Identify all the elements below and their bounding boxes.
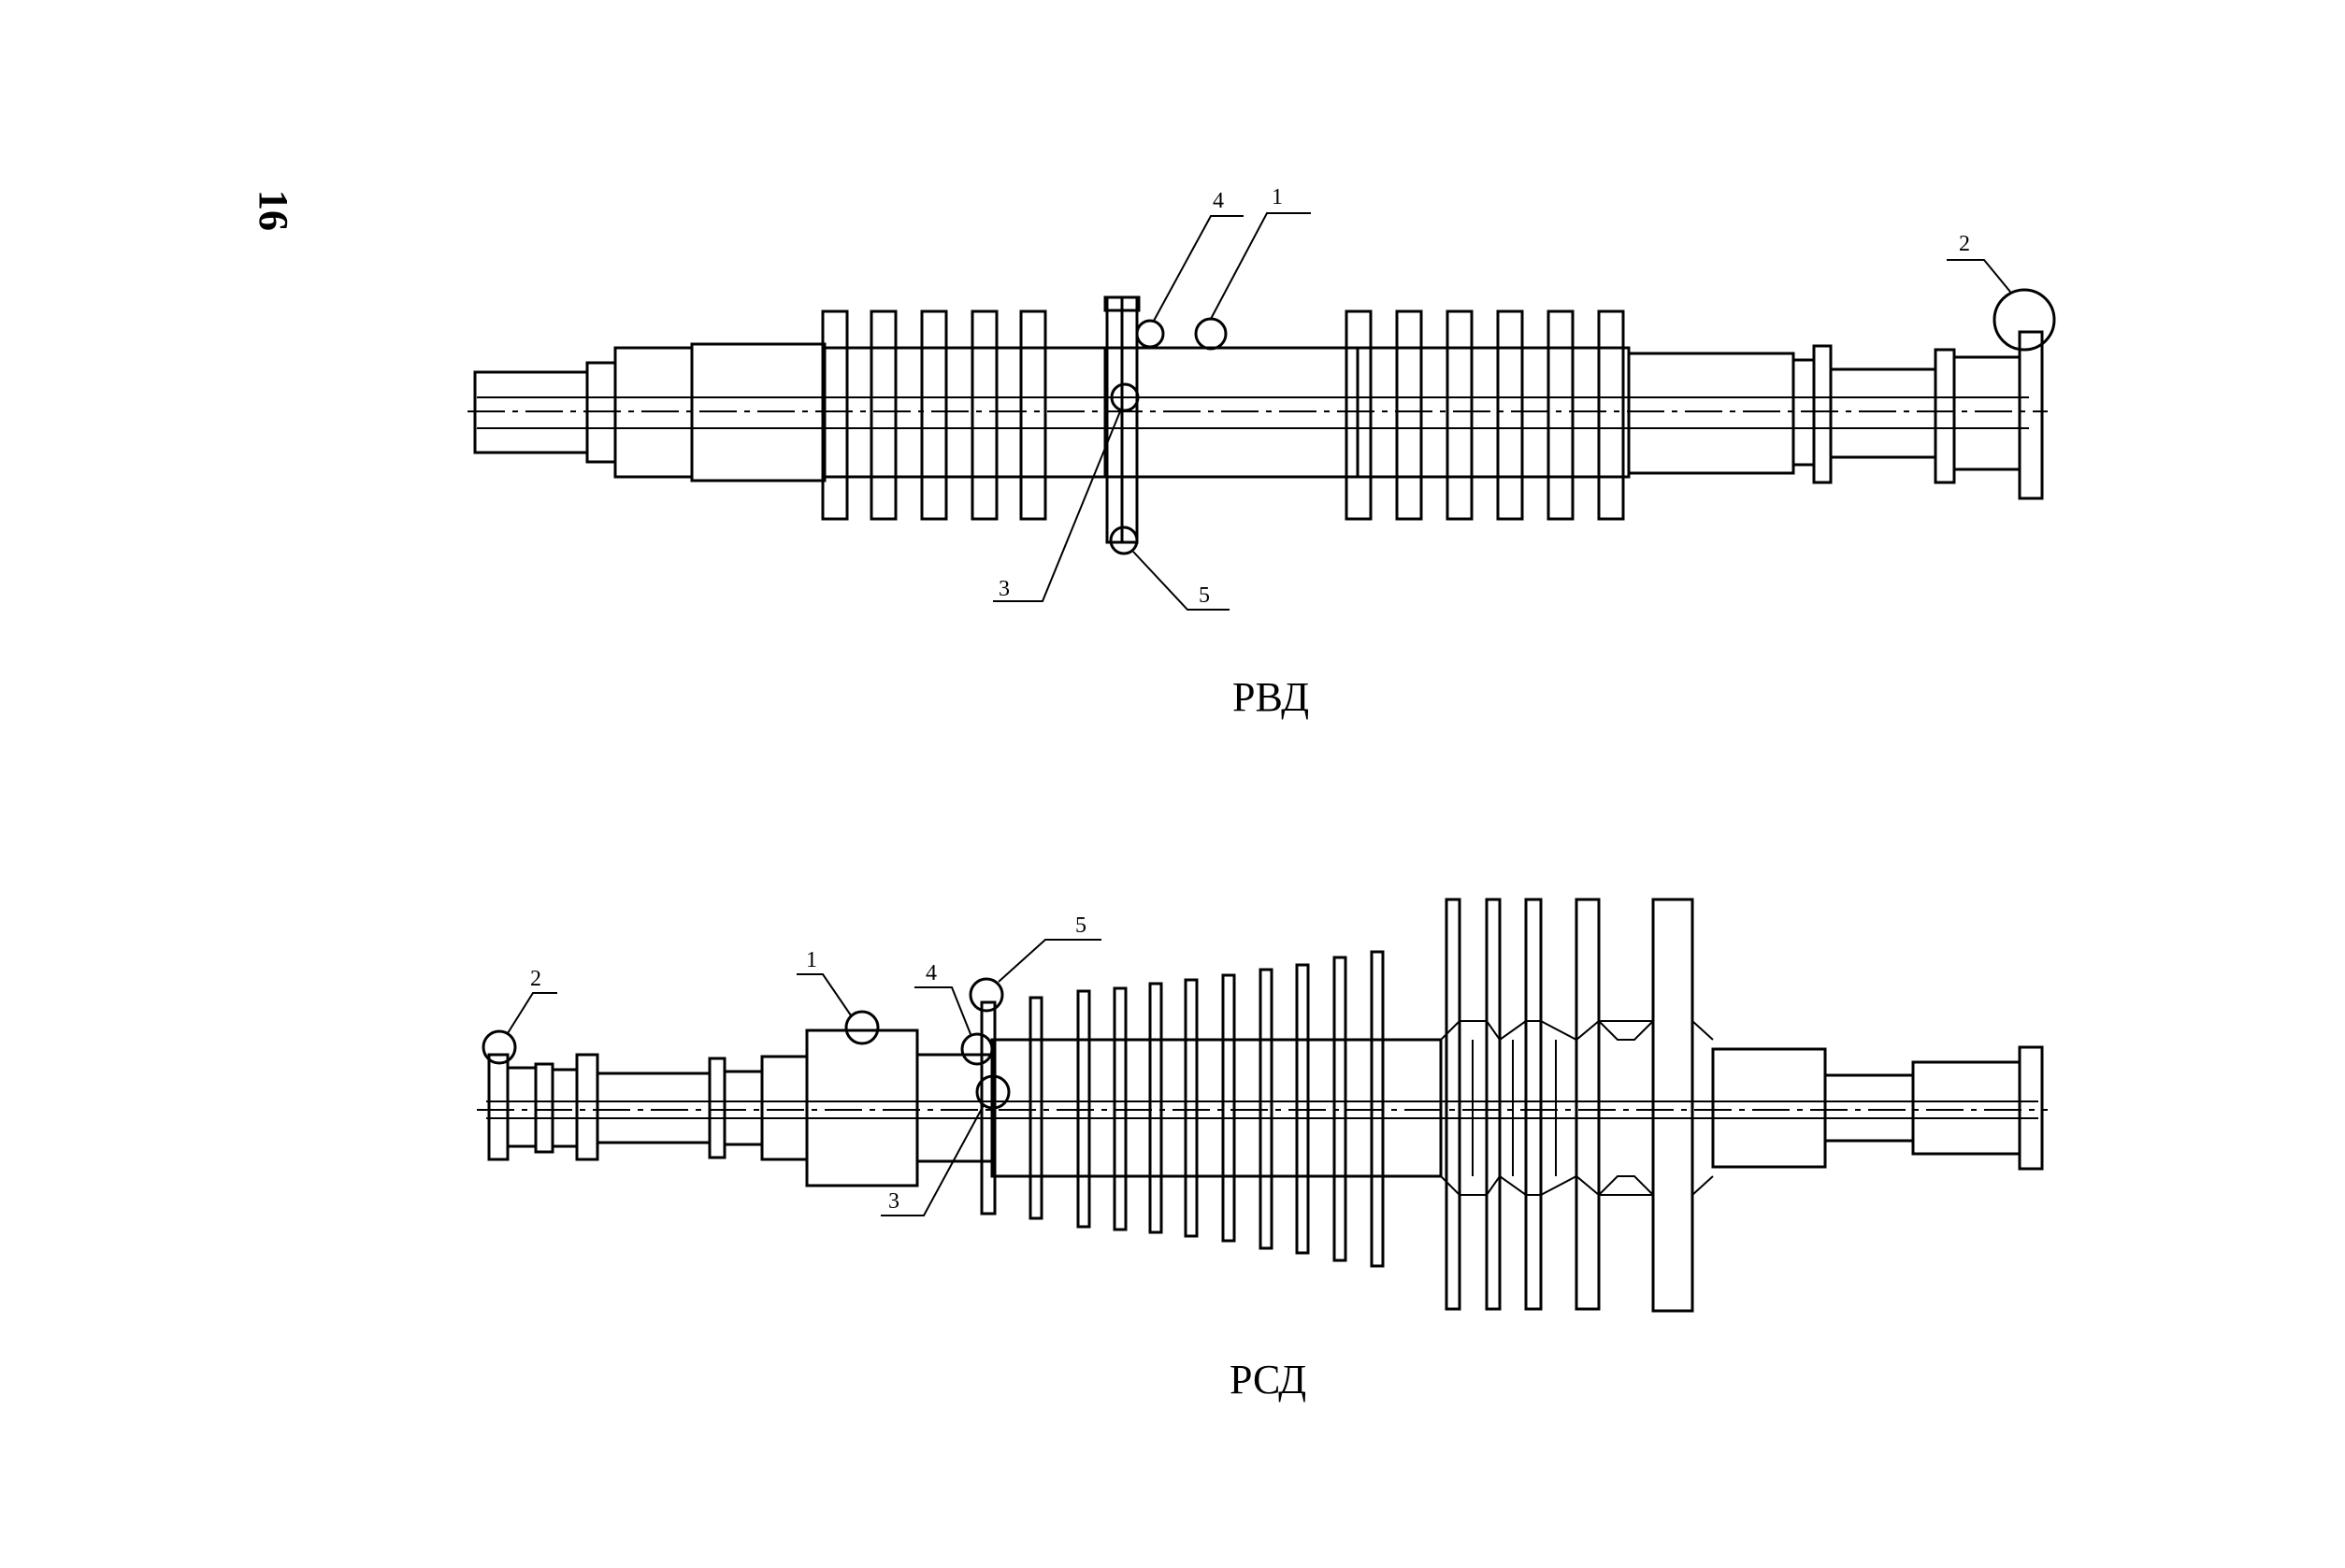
ip-disc xyxy=(1076,989,1091,1229)
hp-center-disc-rim xyxy=(1103,295,1141,312)
ip-leader-2 xyxy=(507,992,557,1034)
hp-callout-2: 2 xyxy=(1959,232,1970,256)
hp-disc xyxy=(1496,309,1524,521)
ip-shaft-journal xyxy=(596,1072,712,1144)
hp-rotor-caption: РВД xyxy=(1232,674,1310,720)
ip-large-disc xyxy=(1445,898,1461,1311)
ip-zone-circle-5 xyxy=(969,977,1004,1013)
hp-leader-3 xyxy=(993,410,1121,602)
ip-callout-4: 4 xyxy=(926,961,937,985)
hp-collar xyxy=(1812,344,1833,484)
ip-zone-circle-1 xyxy=(844,1010,880,1045)
hp-zone-circle-5 xyxy=(1109,525,1139,555)
hp-leader-1 xyxy=(1210,212,1311,320)
ip-disc xyxy=(1259,968,1273,1250)
hp-disc xyxy=(971,309,999,521)
ip-disc xyxy=(1184,978,1199,1238)
hp-disc xyxy=(920,309,948,521)
ip-leader-4 xyxy=(914,986,971,1035)
hp-disc xyxy=(821,309,849,521)
ip-zone-circle-3 xyxy=(975,1074,1011,1110)
hp-leader-2 xyxy=(1947,259,2011,293)
ip-leader-5 xyxy=(998,939,1101,983)
ip-shaft-step xyxy=(723,1070,764,1146)
ip-collar xyxy=(708,1057,727,1159)
ip-large-disc xyxy=(1651,898,1694,1313)
hp-disc xyxy=(870,309,898,521)
ip-disc xyxy=(1029,996,1043,1220)
ip-drum xyxy=(990,1038,1443,1178)
ip-shaft-step xyxy=(506,1066,538,1148)
ip-large-disc xyxy=(1575,898,1601,1311)
ip-disc-hubs xyxy=(1440,1020,1714,1196)
ip-shaft-body-left xyxy=(760,1055,809,1161)
ip-callout-2: 2 xyxy=(530,967,541,991)
ip-leader-1 xyxy=(797,973,852,1016)
hp-disc xyxy=(1019,309,1047,521)
ip-callout-1: 1 xyxy=(806,948,817,972)
ip-shaft-step-r xyxy=(1823,1073,1915,1143)
ip-thrust-block xyxy=(805,1029,919,1187)
ip-disc xyxy=(1332,956,1347,1262)
hp-disc xyxy=(1395,309,1423,521)
hp-zone-circle-3 xyxy=(1110,382,1140,412)
ip-collar xyxy=(534,1062,554,1154)
hp-disc xyxy=(1547,309,1575,521)
ip-callout-5: 5 xyxy=(1075,913,1086,938)
ip-large-disc xyxy=(1485,898,1502,1311)
ip-disc xyxy=(1370,950,1385,1268)
hp-disc xyxy=(1597,309,1625,521)
ip-disc xyxy=(1148,982,1163,1234)
hp-leader-5 xyxy=(1132,551,1230,611)
ip-collar xyxy=(575,1053,599,1161)
ip-rotor-caption: РСД xyxy=(1230,1357,1307,1403)
ip-zone-circle-4 xyxy=(960,1032,994,1066)
ip-rotor xyxy=(477,898,2048,1313)
ip-shaft-body-right xyxy=(1711,1047,1827,1169)
hp-shaft-body-right xyxy=(1627,352,1795,475)
hp-rotor xyxy=(468,212,2056,611)
callout-labels: 1 2 3 4 5 1 2 3 4 5 xyxy=(530,185,1970,1214)
ip-collar xyxy=(487,1053,510,1161)
ip-callout-3: 3 xyxy=(888,1189,899,1214)
hp-callout-4: 4 xyxy=(1213,189,1224,213)
hp-shaft-step-r2 xyxy=(1829,367,1937,459)
ip-disc xyxy=(1221,973,1236,1243)
ip-shaft-step-r2 xyxy=(1911,1060,2021,1156)
ip-coupling-flange xyxy=(2018,1045,2044,1171)
ip-disc xyxy=(1113,986,1128,1231)
hp-zone-circle-2 xyxy=(1993,288,2056,352)
hp-leader-4 xyxy=(1153,215,1244,322)
hp-zone-circle-4 xyxy=(1135,319,1165,349)
ip-zone-circle-2 xyxy=(482,1029,517,1065)
ip-shaft-step xyxy=(551,1068,579,1148)
hp-shaft-step-r3 xyxy=(1952,355,2021,471)
ip-leader-3 xyxy=(881,1104,985,1216)
hp-disc xyxy=(1446,309,1474,521)
ip-large-disc xyxy=(1524,898,1543,1311)
hp-zone-circle-1 xyxy=(1194,317,1228,351)
hp-callout-3: 3 xyxy=(999,577,1010,601)
hp-collar xyxy=(1934,348,1956,484)
hp-disc xyxy=(1345,309,1373,521)
hp-callout-5: 5 xyxy=(1199,583,1210,608)
hp-callout-1: 1 xyxy=(1272,185,1283,209)
hp-coupling-flange xyxy=(2018,330,2044,500)
ip-disc xyxy=(1295,963,1310,1255)
